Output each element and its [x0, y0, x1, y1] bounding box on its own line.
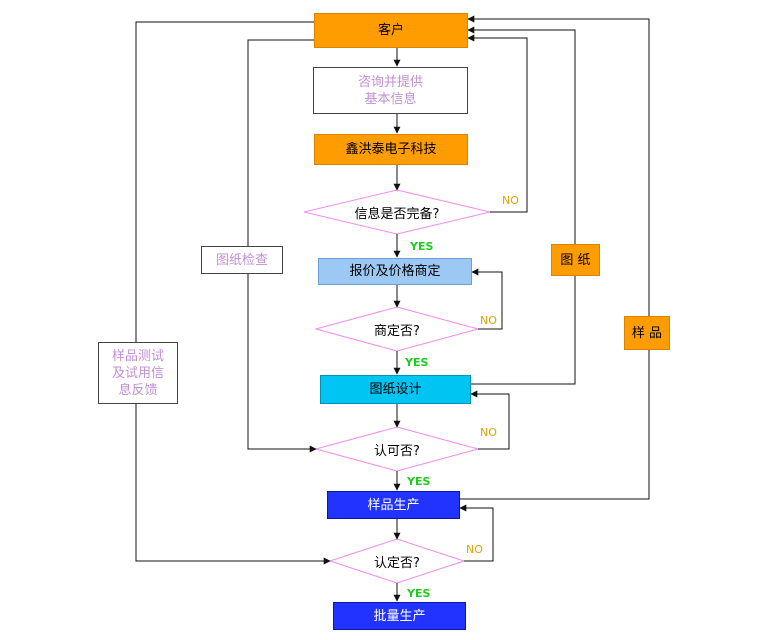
yes-label-approved: YES [407, 475, 431, 488]
node-consult-line2: 基本信息 [364, 91, 417, 107]
arrow-drawing-to-customer [467, 26, 576, 385]
arrow-sample-to-customer [460, 15, 650, 500]
yes-label-info: YES [410, 240, 434, 253]
arrow-info-no-back-to-customer [467, 34, 528, 213]
node-drawing-design: 图纸设计 [320, 375, 471, 404]
node-sample-feedback-line3: 息反馈 [118, 382, 158, 398]
arrow-confirmed-no-loop [459, 504, 494, 562]
decision-diamond-negotiated [314, 306, 480, 352]
node-company: 鑫洪泰电子科技 [314, 134, 468, 165]
node-consult-line1: 咨询并提供 [357, 74, 423, 90]
node-drawing-check: 图纸检查 [201, 246, 283, 274]
node-sample-feedback-line2: 及试用信 [111, 365, 164, 381]
no-label-confirmed: NO [466, 543, 483, 556]
arrow-negotiated-no-loop [471, 268, 503, 330]
node-mass-production: 批量生产 [333, 602, 466, 630]
node-quote: 报价及价格商定 [318, 258, 472, 285]
arrow-customer-drawing-check [247, 39, 317, 453]
node-sample-feedback-line1: 样品测试 [111, 348, 164, 364]
decision-diamond-info-complete [303, 189, 491, 235]
yes-label-confirmed: YES [407, 587, 431, 600]
no-label-info: NO [502, 194, 519, 207]
node-sample-production: 样品生产 [327, 491, 460, 519]
no-label-approved: NO [480, 426, 497, 439]
node-customer: 客户 [314, 13, 468, 48]
node-drawing: 图 纸 [551, 244, 600, 276]
arrow-customer-sample-feedback [135, 21, 331, 565]
arrow-approved-no-loop [470, 390, 510, 450]
node-sample: 样 品 [624, 316, 670, 350]
node-sample-feedback: 样品测试 及试用信 息反馈 [98, 342, 178, 404]
decision-diamond-confirmed [328, 538, 466, 584]
no-label-negotiated: NO [480, 314, 497, 327]
decision-diamond-approved [314, 426, 480, 472]
node-consult: 咨询并提供 基本信息 [313, 67, 468, 114]
yes-label-negotiated: YES [405, 356, 429, 369]
